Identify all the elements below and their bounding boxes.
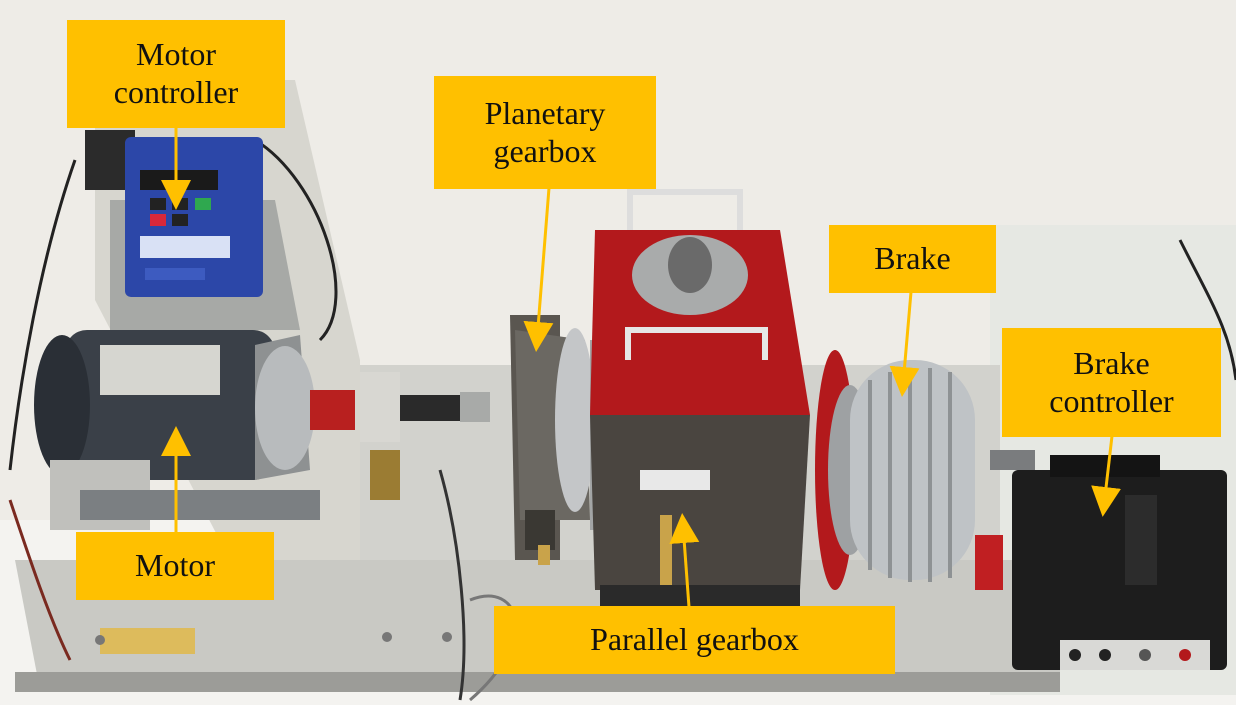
planetary-gearbox-label: Planetary gearbox (434, 76, 656, 189)
parallel-gearbox-label-text: Parallel gearbox (590, 621, 799, 658)
brake-controller-label: Brake controller (1002, 328, 1221, 437)
motor-device (34, 330, 320, 530)
brake-device (815, 350, 1035, 590)
motor-controller-label: Motor controller (67, 20, 285, 128)
motor-label: Motor (76, 532, 274, 600)
brake-label: Brake (829, 225, 996, 293)
brake-controller-label-line1: Brake (1073, 344, 1150, 381)
brake-controller-label-line2: controller (1049, 382, 1174, 419)
planetary-gearbox-label-line1: Planetary (484, 94, 606, 131)
motor-controller-label-line2: controller (113, 74, 239, 110)
coupling (310, 372, 490, 500)
planetary-gearbox-label-line2: gearbox (493, 132, 597, 169)
motor-label-text: Motor (135, 547, 215, 584)
motor-controller-device (85, 130, 263, 297)
parallel-gearbox-device (590, 189, 810, 610)
parallel-gearbox-label: Parallel gearbox (494, 606, 895, 674)
brake-controller-device (1012, 455, 1227, 670)
brake-label-text: Brake (874, 240, 951, 277)
motor-controller-label-line1: Motor (135, 36, 216, 73)
